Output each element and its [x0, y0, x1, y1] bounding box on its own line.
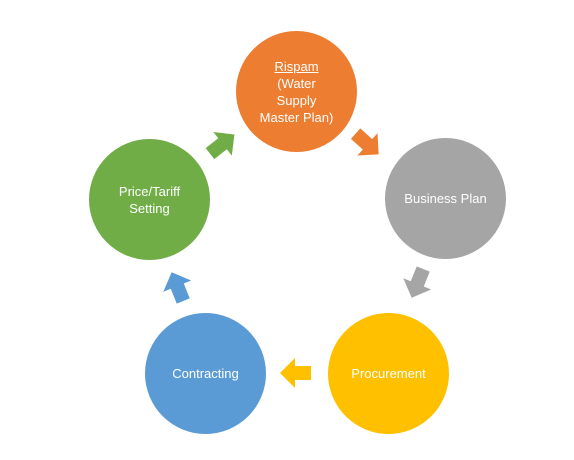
node-business-plan: Business Plan [385, 138, 506, 259]
node-rispam-line-4: Master Plan) [259, 109, 334, 125]
node-procurement: Procurement [328, 313, 449, 434]
arrow-business-to-procurement-icon [403, 266, 432, 298]
arrow-procurement-to-contracting-icon [280, 358, 311, 388]
arrow-contracting-to-price-icon [163, 272, 192, 304]
node-price-tariff-label: Price/Tariff Setting [111, 183, 188, 217]
node-business-plan-label: Business Plan [404, 191, 487, 206]
node-rispam-line-2: (Water [277, 75, 316, 91]
node-contracting-label: Contracting [172, 366, 239, 381]
node-price-tariff-line-1: Price/Tariff [118, 183, 181, 199]
node-price-tariff: Price/Tariff Setting [89, 139, 210, 260]
node-rispam-label: Rispam (Water Supply Master Plan) [252, 58, 342, 126]
node-procurement-label: Procurement [351, 366, 426, 381]
arrow-rispam-to-business-icon [350, 128, 379, 156]
node-price-tariff-line-2: Setting [129, 200, 170, 216]
node-rispam-line-1: Rispam [274, 58, 319, 74]
node-contracting: Contracting [145, 313, 266, 434]
node-rispam: Rispam (Water Supply Master Plan) [236, 31, 357, 152]
node-rispam-line-3: Supply [276, 92, 317, 108]
arrow-price-to-rispam-icon [205, 131, 235, 160]
